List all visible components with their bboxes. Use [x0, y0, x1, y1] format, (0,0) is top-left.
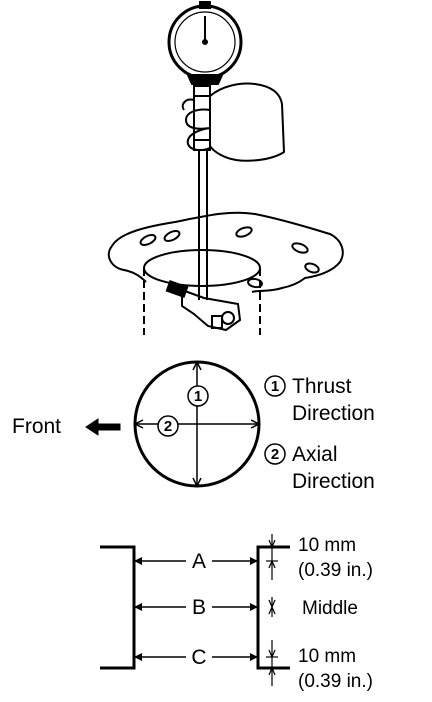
legend-1-line2: Direction [292, 402, 375, 425]
position-letter-c: C [191, 646, 206, 669]
dim-a-line1: 10 mm [298, 535, 356, 556]
dim-c-line2: (0.39 in.) [298, 671, 373, 692]
circle-marker-1 [187, 385, 209, 407]
hand-illustration [181, 82, 286, 162]
legend-1-line1: Thrust [292, 375, 352, 398]
front-label: Front [12, 415, 61, 438]
legend-2-line2: Direction [292, 470, 375, 493]
circle-marker-2-text: 2 [164, 418, 172, 435]
cylinder-bore-top [143, 249, 261, 287]
dim-b-line1: Middle [302, 598, 358, 619]
front-arrow-icon [85, 418, 121, 436]
legend-marker-2 [264, 443, 286, 465]
legend-marker-1 [264, 375, 286, 397]
position-letter-b: B [192, 596, 206, 619]
measurement-positions-diagram: A B C 10 mm (0.39 in.) Middle 10 mm (0.3… [100, 534, 373, 692]
dim-c-line1: 10 mm [298, 646, 356, 667]
position-letter-a: A [192, 550, 206, 573]
legend-marker-1-text: 1 [271, 378, 279, 395]
dim-a-line2: (0.39 in.) [298, 560, 373, 581]
left-bore-wall [100, 545, 136, 670]
measuring-head [181, 288, 242, 332]
circle-marker-1-text: 1 [194, 388, 202, 405]
cylinder-block-outline [107, 211, 344, 293]
legend-marker-2-text: 2 [271, 446, 279, 463]
circle-marker-2 [157, 415, 179, 437]
legend-2-line1: Axial [292, 443, 338, 466]
direction-diagram: 1 2 Front 1 Thrust Direction 2 Axial Dir… [12, 360, 375, 493]
dial-bore-gauge-illustration [107, 1, 344, 335]
